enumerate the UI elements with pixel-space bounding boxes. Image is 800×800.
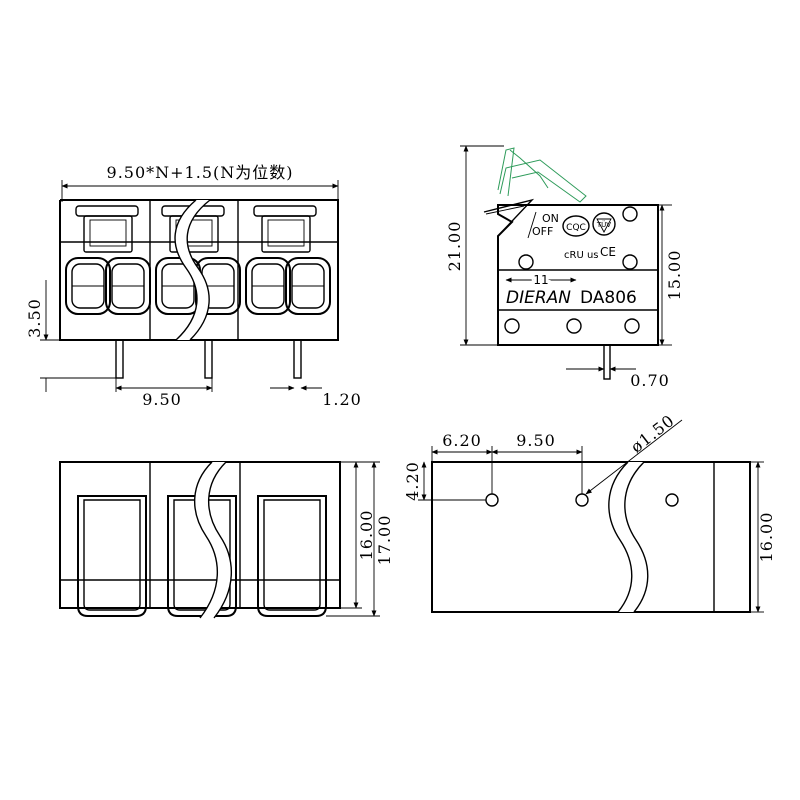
break-line — [624, 461, 649, 613]
hole-offset-label: 4.20 — [403, 461, 422, 501]
front-push-button — [75, 205, 139, 253]
break-line — [208, 461, 232, 619]
front-view: 9.50*N+1.5(N为位数) — [25, 163, 362, 409]
model-label: DA806 — [580, 288, 637, 308]
side-rivets — [504, 206, 640, 334]
lever-closed-outline — [483, 198, 535, 237]
brand-label: DIERAN — [506, 288, 571, 308]
svg-text:CQC: CQC — [566, 223, 586, 233]
total-height-label: 21.00 — [445, 221, 464, 272]
hole-diameter-label: ø1.50 — [627, 411, 678, 457]
side-body-outline — [497, 204, 659, 346]
bottom-pitch-label: 9.50 — [516, 431, 556, 450]
mounting-hole — [485, 493, 499, 507]
mounting-hole — [665, 493, 679, 507]
lever-open-position — [497, 147, 587, 203]
top-view: 16.00 17.00 — [59, 461, 394, 619]
break-line — [608, 461, 633, 613]
side-pin — [603, 344, 611, 380]
ce-mark: CE — [600, 245, 616, 259]
hole-diameter-leader — [585, 419, 683, 495]
break-line — [174, 199, 198, 341]
pin-thickness-label: 0.70 — [630, 371, 670, 390]
front-pins — [115, 339, 302, 379]
front-body-outline — [59, 199, 339, 341]
body-height-label: 15.00 — [665, 250, 684, 301]
on-off-divider — [527, 211, 537, 239]
side-view: ON OFF CQC TÜV cRU us CE 11 DIERAN DA — [445, 145, 684, 390]
bottom-height-label: 16.00 — [757, 512, 776, 563]
break-mask — [194, 462, 232, 618]
top-height-17-label: 17.00 — [375, 515, 394, 566]
off-label: OFF — [532, 225, 553, 238]
tuv-mark: TÜV — [592, 212, 616, 236]
bottom-body-outline — [431, 461, 751, 613]
on-label: ON — [542, 212, 559, 225]
offset-label: 6.20 — [442, 431, 482, 450]
top-spring-clamp — [77, 495, 147, 617]
break-mask — [175, 200, 210, 340]
break-mask — [608, 462, 648, 612]
mounting-hole — [575, 493, 589, 507]
ul-mark: cRU us — [564, 250, 599, 261]
bottom-view: 6.20 9.50 ø1.50 4.20 16.00 — [403, 411, 776, 613]
break-line — [194, 461, 218, 619]
top-spring-clamp — [167, 495, 237, 617]
break-line — [186, 199, 211, 341]
lever-closed-line — [485, 205, 525, 215]
pin-height-label: 3.50 — [25, 298, 44, 338]
width-label: 9.50*N+1.5(N为位数) — [107, 163, 294, 182]
svg-text:TÜV: TÜV — [596, 220, 611, 229]
top-spring-clamp — [257, 495, 327, 617]
front-push-button — [253, 205, 317, 253]
pin-width-label: 1.20 — [322, 390, 362, 409]
cqc-mark: CQC — [562, 215, 590, 237]
top-height-16-label: 16.00 — [357, 510, 376, 561]
pitch-label: 9.50 — [142, 390, 182, 409]
wire-strip-value: 11 — [533, 273, 548, 287]
